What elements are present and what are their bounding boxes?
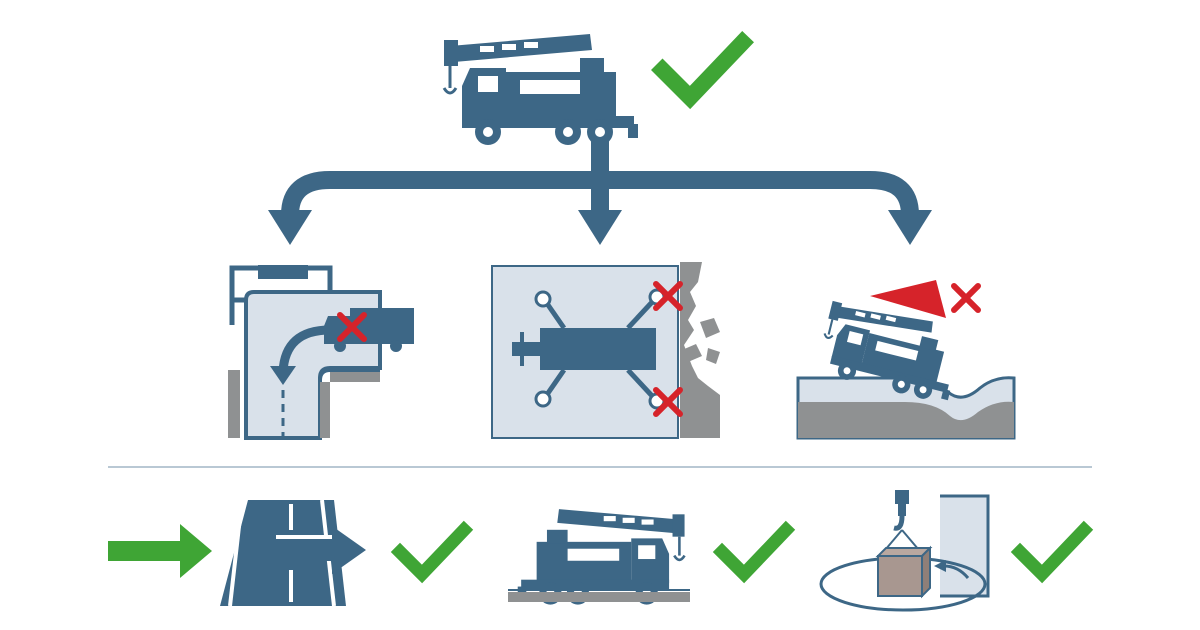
red-warning-triangle-icon: [870, 280, 946, 318]
broken-wall-icon: [680, 262, 720, 438]
panel-narrow-turn: [228, 265, 414, 440]
check-icon: [722, 530, 786, 574]
level-pad-icon: [508, 592, 690, 602]
red-x-icon: [954, 286, 978, 310]
load-box-icon: [875, 545, 933, 599]
panel-outrigger-obstruction: [491, 262, 720, 439]
check-icon: [1020, 530, 1084, 574]
branch-arrow-right-icon: [888, 210, 932, 245]
branch-arrow-center-icon: [578, 210, 622, 245]
green-arrow-icon: [108, 524, 212, 578]
blue-arrow-icon: [276, 526, 366, 574]
bottom-level-setup: [508, 507, 786, 606]
top-crane-truck-icon: [442, 32, 640, 147]
top-check-icon: [663, 43, 743, 98]
bottom-clear-access-road: [108, 499, 464, 607]
bottom-swing-clearance: [819, 490, 1084, 612]
check-icon: [400, 530, 464, 574]
panel-uneven-ground: [796, 280, 1016, 440]
left-wall: [228, 370, 240, 438]
hook-icon: [893, 490, 909, 531]
branch-connector: [281, 140, 919, 220]
branch-arrow-left-icon: [268, 210, 312, 245]
